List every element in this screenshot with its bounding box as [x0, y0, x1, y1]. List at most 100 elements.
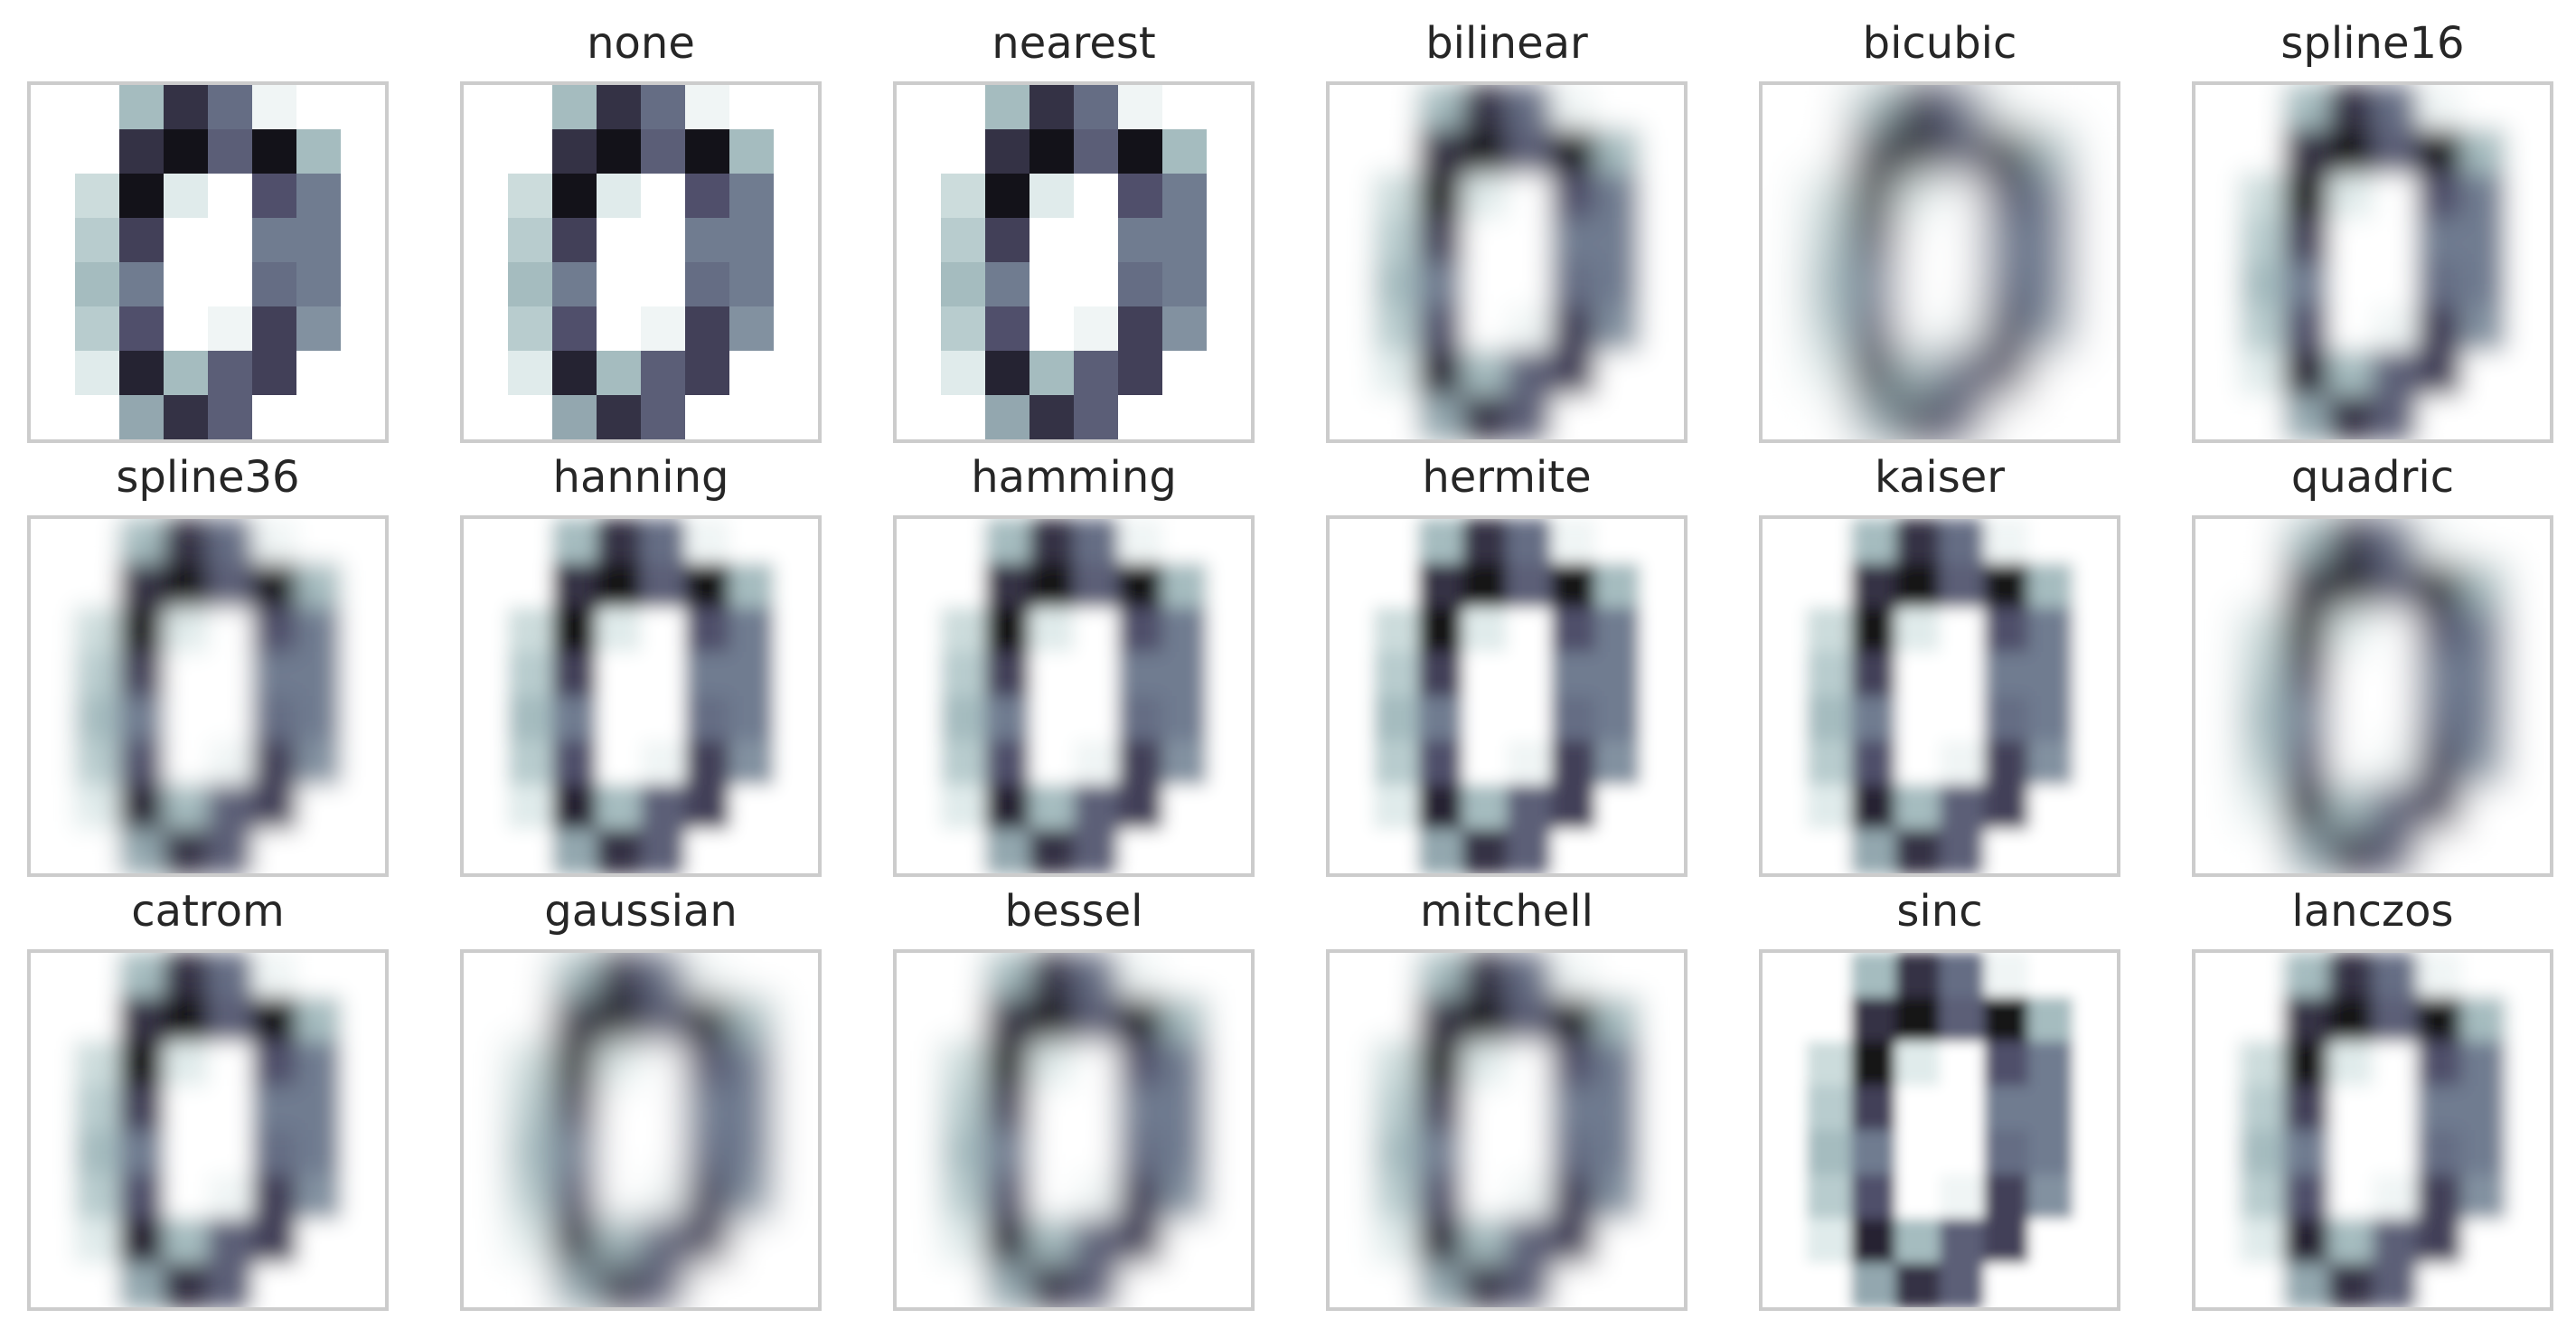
pixel-cell: [1551, 262, 1596, 307]
pixel-cell: [296, 1086, 342, 1131]
pixel-cell: [164, 519, 209, 564]
pixel-cell: [75, 174, 120, 219]
pixel-cell: [897, 1041, 942, 1087]
pixel-cell: [2240, 1263, 2285, 1307]
pixel-cell: [774, 1041, 818, 1087]
pixel-cell: [2505, 953, 2550, 998]
pixel-cell: [119, 519, 165, 564]
pixel-cell: [1895, 652, 1941, 697]
pixel-cell: [1851, 351, 1896, 396]
pixel-cell: [296, 85, 342, 130]
pixel-cell: [75, 997, 120, 1042]
pixel-cell: [31, 1174, 76, 1220]
pixel-cell: [1895, 997, 1941, 1042]
pixel-cell: [941, 262, 986, 307]
pixel-cell: [2505, 262, 2550, 307]
pixel-cell: [1595, 1041, 1641, 1087]
pixel-cell: [1507, 829, 1552, 873]
pixel-cell: [1595, 174, 1641, 219]
pixel-cell: [1807, 218, 1852, 263]
pixel-cell: [1418, 953, 1463, 998]
pixel-cell: [119, 1086, 165, 1131]
pixel-cell: [1462, 1263, 1508, 1307]
pixel-cell: [2505, 997, 2550, 1042]
pixel-cell: [1462, 997, 1508, 1042]
pixel-cell: [208, 1041, 253, 1087]
pixel-cell: [1374, 997, 1419, 1042]
panel-title: none: [587, 18, 695, 69]
pixel-cell: [2328, 519, 2374, 564]
pixel-cell: [1074, 953, 1119, 998]
pixel-cell: [1418, 262, 1463, 307]
pixel-cell: [464, 1219, 509, 1264]
pixel-cell: [1551, 85, 1596, 130]
pixel-cell: [941, 351, 986, 396]
pixel-cell: [1207, 262, 1251, 307]
pixel-cell: [897, 129, 942, 174]
pixel-cell: [2028, 1174, 2073, 1220]
pixel-cell: [1595, 1263, 1641, 1307]
pixel-cell: [552, 519, 597, 564]
pixel-cell: [1551, 829, 1596, 873]
pixel-cell: [2461, 262, 2506, 307]
pixel-cell: [1640, 1086, 1684, 1131]
pixel-cell: [75, 351, 120, 396]
pixel-cell: [296, 1041, 342, 1087]
pixel-cell: [985, 953, 1030, 998]
pixel-cell: [1851, 85, 1896, 130]
pixel-cell: [941, 1130, 986, 1175]
pixel-cell: [1851, 1130, 1896, 1175]
pixel-cell: [1330, 997, 1375, 1042]
pixel-cell: [1940, 218, 1985, 263]
pixel-cell: [2284, 1130, 2329, 1175]
pixel-cell: [1162, 395, 1208, 439]
pixel-cell: [2328, 351, 2374, 396]
pixel-cell: [1029, 1263, 1075, 1307]
pixel-cell: [1418, 519, 1463, 564]
pixel-cell: [341, 953, 385, 998]
pixel-cell: [252, 829, 297, 873]
pixel-cell: [464, 351, 509, 396]
pixel-cell: [2195, 1174, 2241, 1220]
pixel-cell: [1162, 696, 1208, 741]
pixel-cell: [2417, 129, 2462, 174]
pixel-cell: [1074, 1086, 1119, 1131]
pixel-cell: [729, 953, 775, 998]
pixel-cell: [1507, 1086, 1552, 1131]
pixel-cell: [1462, 85, 1508, 130]
pixel-cell: [1374, 85, 1419, 130]
pixel-cell: [774, 740, 818, 786]
pixel-cell: [2505, 785, 2550, 830]
pixel-cell: [941, 953, 986, 998]
pixel-cell: [341, 351, 385, 396]
pixel-cell: [31, 174, 76, 219]
pixel-cell: [552, 218, 597, 263]
pixel-cell: [1640, 997, 1684, 1042]
pixel-cell: [641, 829, 686, 873]
pixel-cell: [985, 218, 1030, 263]
pixel-cell: [1551, 1130, 1596, 1175]
pixel-cell: [1551, 174, 1596, 219]
pixel-cell: [2284, 740, 2329, 786]
pixel-cell: [985, 1174, 1030, 1220]
pixel-cell: [2328, 85, 2374, 130]
pixel-cell: [31, 1219, 76, 1264]
pixel-cell: [341, 652, 385, 697]
pixel-cell: [252, 1130, 297, 1175]
pixel-cell: [1330, 1219, 1375, 1264]
pixel-cell: [119, 829, 165, 873]
pixel-cell: [1418, 306, 1463, 352]
pixel-cell: [1029, 652, 1075, 697]
pixel-cell: [1640, 351, 1684, 396]
pixel-cell: [729, 262, 775, 307]
pixel-cell: [985, 262, 1030, 307]
pixel-cell: [2505, 652, 2550, 697]
pixel-cell: [1763, 1130, 1808, 1175]
pixel-cell: [1462, 519, 1508, 564]
pixel-cell: [1207, 129, 1251, 174]
pixel-cell: [1507, 351, 1552, 396]
pixel-cell: [1940, 174, 1985, 219]
pixel-cell: [252, 740, 297, 786]
pixel-cell: [597, 395, 642, 439]
pixel-cell: [1074, 1041, 1119, 1087]
